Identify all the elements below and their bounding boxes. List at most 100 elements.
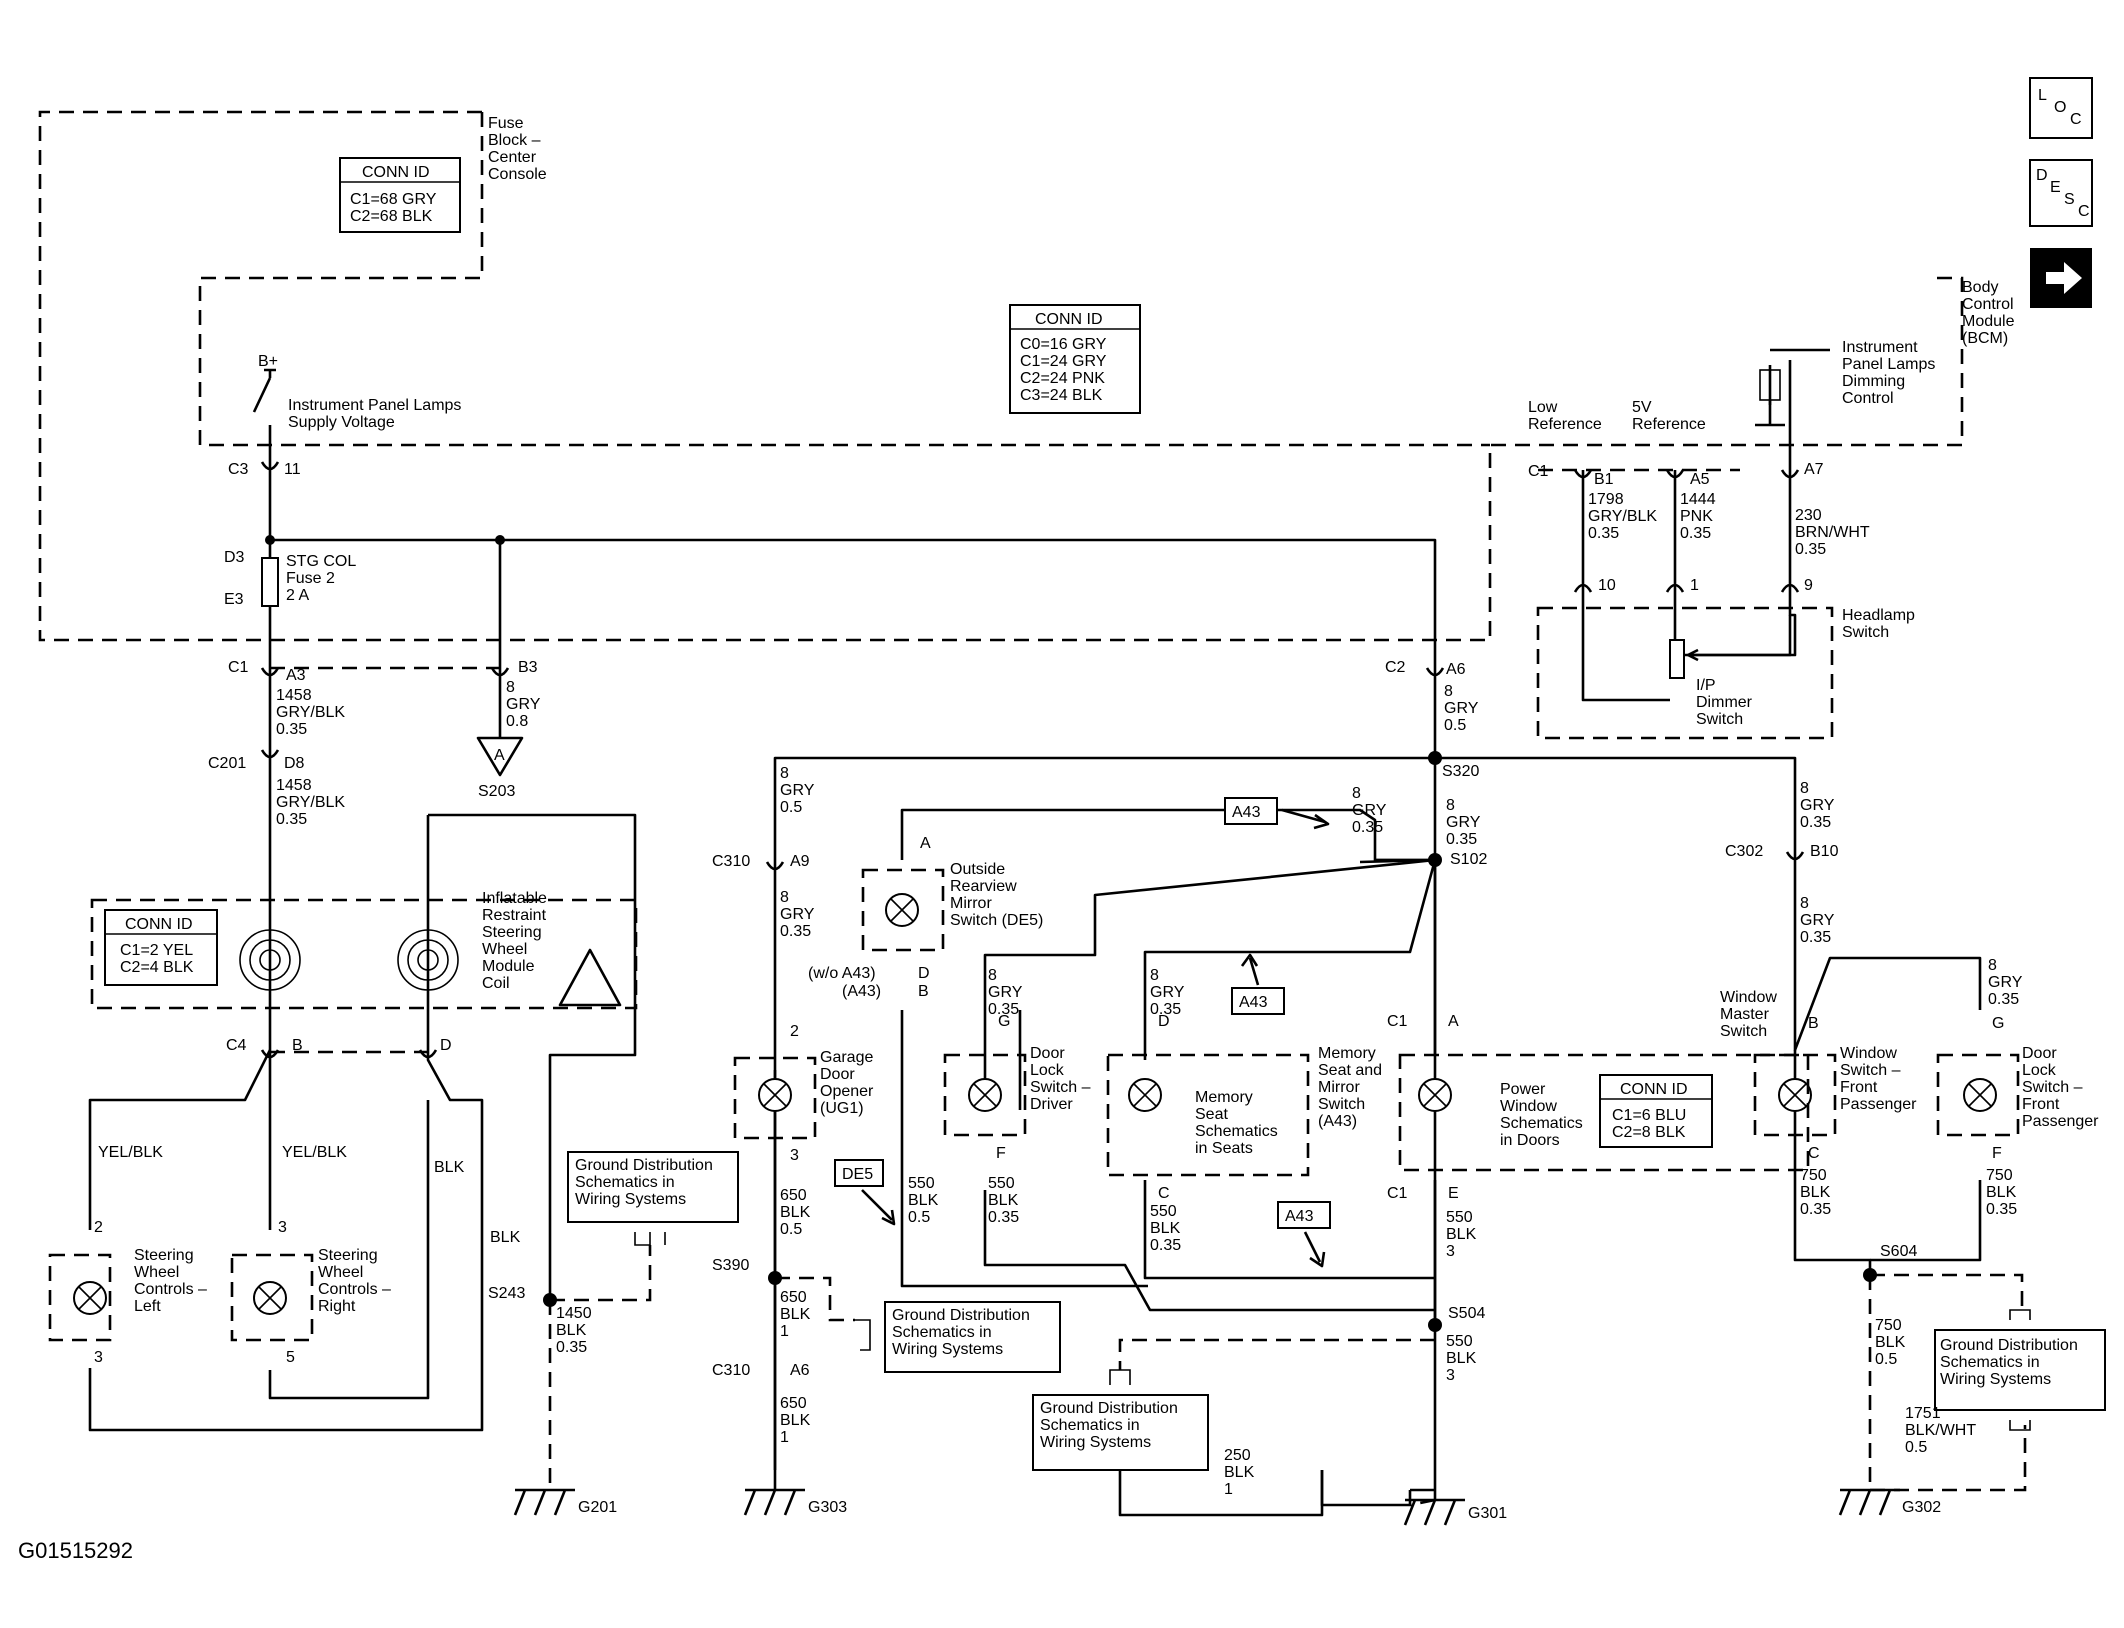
pins-fb: B [1808,1015,1819,1032]
pins-fc: C [1808,1145,1820,1162]
pins-p1: 1 [1690,577,1699,594]
lamp-door-fp [1963,1078,1997,1112]
option-tags [834,797,1331,1268]
pins-p3: 3 [94,1349,103,1366]
desc-letter: S [2064,191,2075,208]
pins-od: D [918,965,930,982]
pins-pd: D [440,1037,452,1054]
pins-ob: B [918,983,929,1000]
g302 [1838,1488,1900,1516]
conn_fuse-title: CONN ID [362,164,430,181]
wires-yel1: YEL/BLK [98,1144,163,1161]
pins-mc: C [1158,1185,1170,1202]
pins-wo43: (w/o A43) [808,965,876,982]
loc-letter: C [2070,111,2082,128]
lamp-window-fp [1778,1078,1812,1112]
pins-ff: F [1992,1145,2002,1162]
desc-letter: C [2078,203,2090,220]
pins-fg: G [1992,1015,2004,1032]
coil-symbols [239,929,622,1007]
g303 [743,1488,805,1516]
conn_bcm-title: CONN ID [1035,311,1103,328]
bcm-outline [198,112,1490,447]
lamp-mirror [885,893,919,927]
pins-dg: G [998,1013,1010,1030]
pins-g302: G302 [1902,1499,1941,1516]
desc-letter: E [2050,179,2061,196]
headlamp-switch-outline [1536,606,1834,740]
pins-s390: S390 [712,1257,749,1274]
coil-outline [90,898,638,1010]
pins-p3b: 3 [278,1219,287,1236]
pins-c4: C4 [226,1037,247,1054]
pins-g303: G303 [808,1499,847,1516]
g301 [1403,1498,1465,1526]
lamp-swcl [73,1281,107,1315]
nav-buttons [2029,77,2093,308]
lamps [73,893,1997,1315]
gd-boxes [567,1151,2106,1471]
s203-triangle [476,736,524,777]
pins-c1e: C1 [1387,1185,1408,1202]
pins-b10: B10 [1810,843,1839,860]
pins-p3c: 3 [790,1147,799,1164]
loc-letter: L [2038,87,2047,104]
pins-b3: B3 [518,659,538,676]
pins-a5: A5 [1690,471,1710,488]
fuse-block-outline [38,110,1964,642]
pins-c1r: C1 [1528,463,1549,480]
connector-cups [260,461,1805,1059]
lamp-swcr [253,1281,287,1315]
component-outlines [48,868,2020,1342]
dimmer-wiper [1686,615,1792,662]
pins-c3: C3 [228,461,249,478]
pins-pb: B [292,1037,303,1054]
bplus-switch [252,368,276,413]
pins-g201: G201 [578,1499,617,1516]
pins-oa: A [920,835,931,852]
pins-c302: C302 [1725,843,1763,860]
pins-a6b: A6 [790,1362,810,1379]
pins-df: F [996,1145,1006,1162]
conn_window-title: CONN ID [1620,1081,1688,1098]
wires-blk2: BLK [490,1229,521,1246]
lamp-window-master [1418,1078,1452,1112]
pins-p5: 5 [286,1349,295,1366]
pins-a7: A7 [1804,461,1824,478]
wires-yel2: YEL/BLK [282,1144,347,1161]
ground-symbols [513,1488,1900,1526]
lamp-memory [1128,1078,1162,1112]
